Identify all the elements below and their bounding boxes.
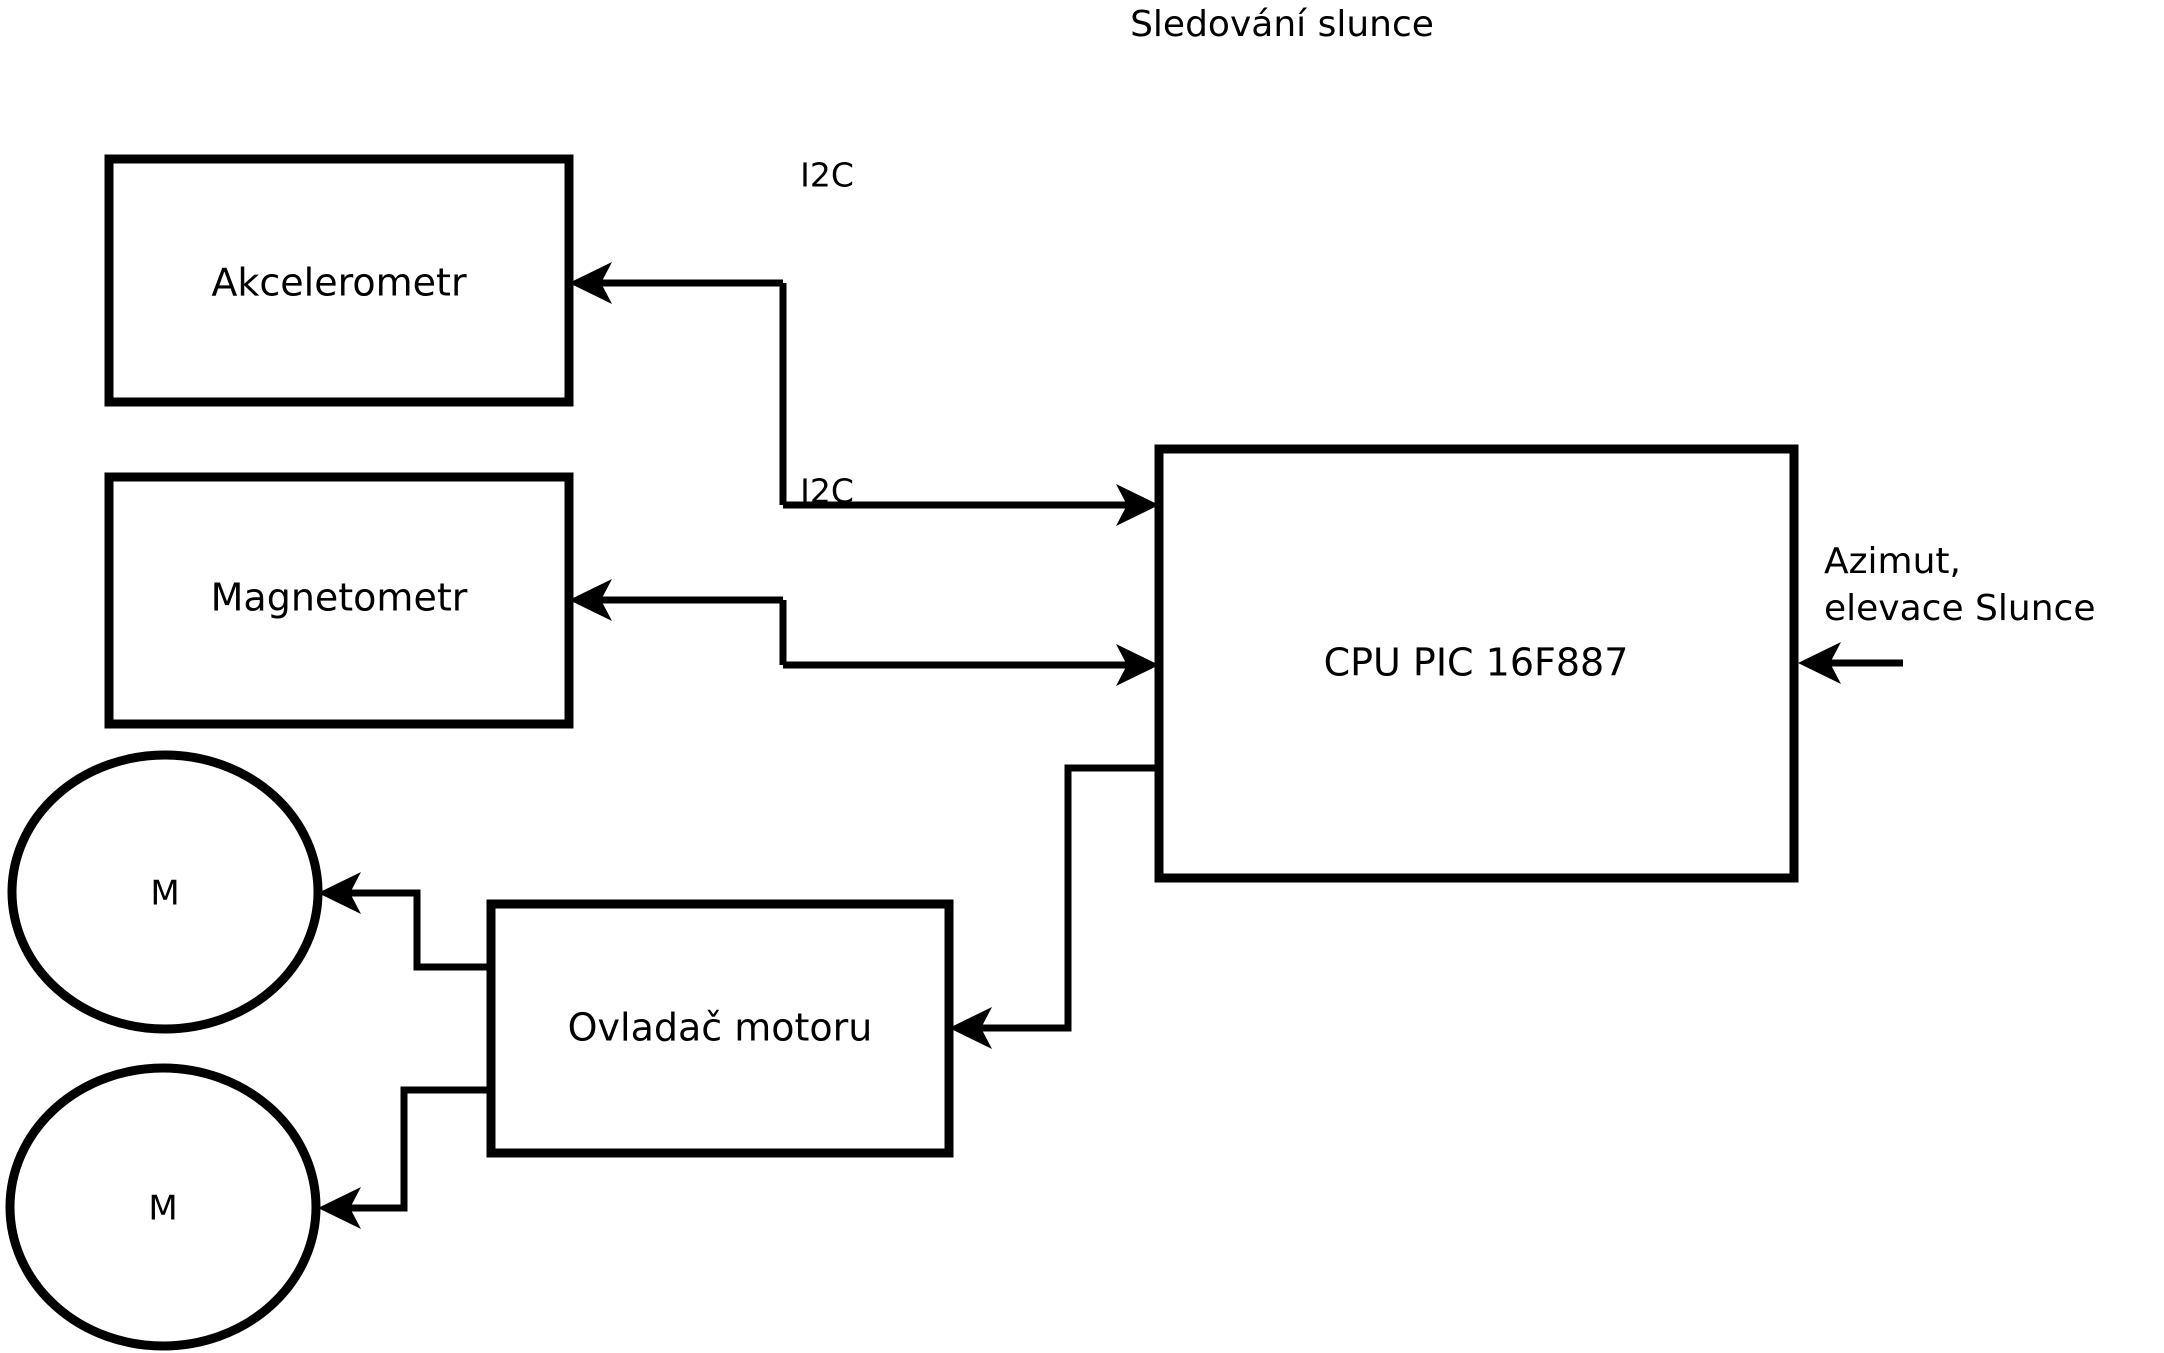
edge-cpu-to-ovladac (949, 764, 1159, 1049)
edge-cpu-to-magnetometr: I2C (569, 472, 854, 665)
akcelerometr-box (104, 154, 574, 407)
arrow-head-to-cpu-upper (1116, 484, 1159, 526)
arrow-head-to-motor-bottom (318, 1187, 361, 1229)
arrow-head-external-input (1798, 642, 1841, 684)
i2c-label-accelerometer: I2C (800, 156, 854, 195)
arrow-head-to-motor-top (318, 872, 361, 914)
magnetometr-label: Magnetometr (211, 576, 468, 620)
edge-ovladac-to-motor-top (318, 872, 491, 971)
node-magnetometr[interactable]: Magnetometr (104, 472, 574, 729)
page-title: Sledování slunce (1130, 4, 1434, 45)
motor-bottom-label: M (148, 1189, 177, 1229)
edge-cpu-to-akcelerometr: I2C (569, 156, 854, 505)
node-ovladac-motoru[interactable]: Ovladač motoru (486, 899, 954, 1158)
i2c-label-magnetometer: I2C (800, 472, 854, 511)
edge-ovladac-to-motor-bottom (318, 1086, 491, 1229)
arrow-head-to-cpu-lower (1116, 644, 1159, 686)
cpu-label: CPU PIC 16F887 (1324, 641, 1629, 685)
external-input-label-line1: Azimut, (1824, 541, 1961, 582)
ovladac-motoru-label: Ovladač motoru (568, 1006, 873, 1050)
magnetometr-box (104, 472, 574, 729)
ovladac-motoru-box (486, 899, 954, 1158)
node-akcelerometr[interactable]: Akcelerometr (104, 154, 574, 407)
akcelerometr-label: Akcelerometr (211, 261, 467, 305)
motor-bottom-circle (5, 1063, 321, 1351)
arrow-head-to-akcelerometr (569, 262, 612, 304)
arrow-head-to-ovladac (949, 1007, 992, 1049)
edge-external-input-to-cpu (1798, 642, 1903, 684)
cpu-box (1154, 444, 1799, 883)
external-input-label-line2: elevace Slunce (1824, 588, 2095, 629)
motor-top-label: M (150, 874, 179, 914)
edge-magnetometr-to-cpu (783, 644, 1159, 686)
node-motor-bottom[interactable]: M (5, 1063, 321, 1351)
arrow-head-to-magnetometr (569, 579, 612, 621)
motor-top-circle (7, 750, 323, 1034)
edge-akcelerometr-to-cpu (783, 484, 1159, 526)
node-motor-top[interactable]: M (7, 750, 323, 1034)
node-cpu[interactable]: CPU PIC 16F887 (1154, 444, 1799, 883)
